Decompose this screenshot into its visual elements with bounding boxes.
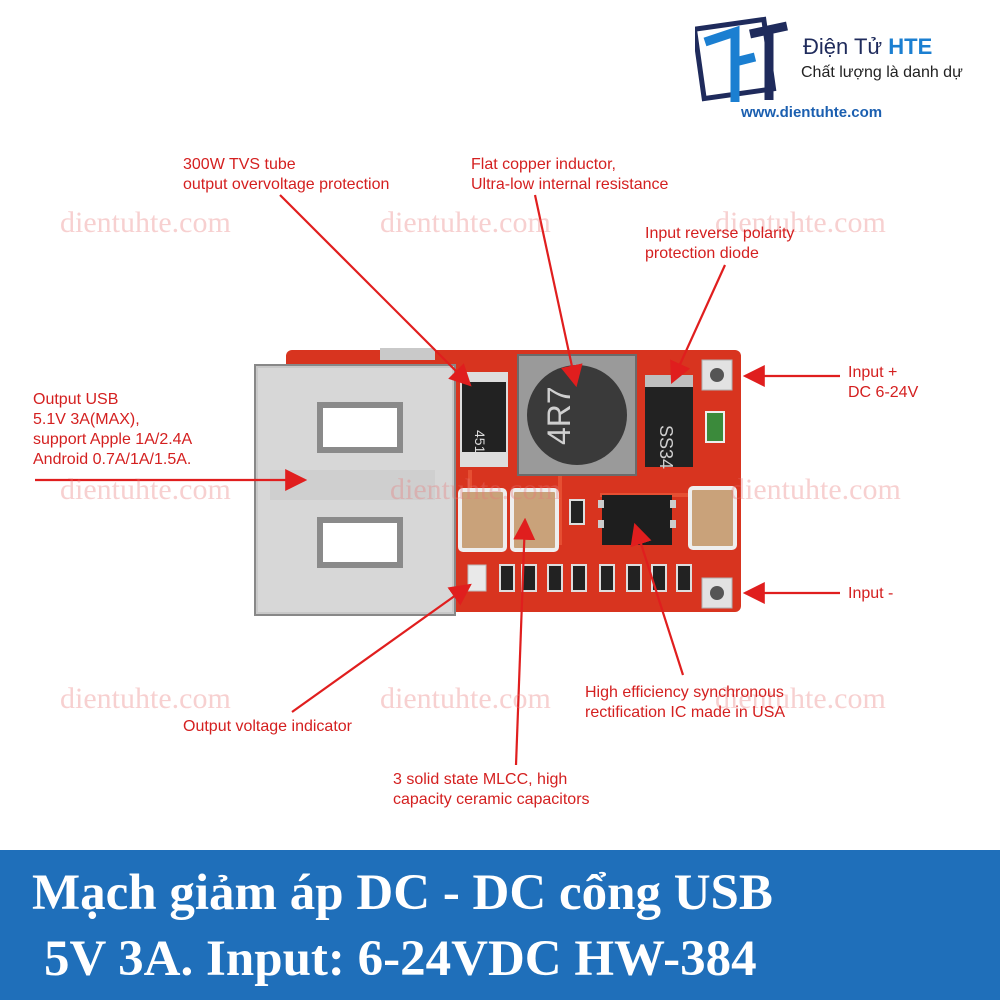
svg-text:4518: 4518 xyxy=(472,430,488,461)
label-inductor: Flat copper inductor,Ultra-low internal … xyxy=(471,156,669,193)
website-url: www.dientuhte.com xyxy=(741,104,883,121)
tvs-diode: 4518 xyxy=(460,372,508,467)
brand-slogan: Chất lượng là danh dự xyxy=(801,64,963,81)
watermark: dientuhte.com xyxy=(380,206,551,239)
input-plus-pad xyxy=(701,359,733,391)
banner-line-1: Mạch giảm áp DC - DC cổng USB xyxy=(32,865,773,921)
brand-name: Điện Tử HTE xyxy=(803,34,933,59)
title-banner: Mạch giảm áp DC - DC cổng USB 5V 3A. Inp… xyxy=(0,850,1000,1000)
label-indicator: Output voltage indicator xyxy=(183,718,352,735)
input-minus-pad xyxy=(701,577,733,609)
watermark: dientuhte.com xyxy=(380,682,551,715)
product-photo: 4518 4R7 SS34 xyxy=(35,194,840,766)
watermark: dientuhte.com xyxy=(390,473,561,506)
svg-text:4R7: 4R7 xyxy=(541,386,577,445)
watermark: dientuhte.com xyxy=(730,473,901,506)
watermark: dientuhte.com xyxy=(60,682,231,715)
hte-logo-icon xyxy=(695,16,788,102)
watermark: dientuhte.com xyxy=(60,473,231,506)
watermark: dientuhte.com xyxy=(715,682,886,715)
indicator-led xyxy=(467,564,487,592)
callout-arrows xyxy=(35,194,840,766)
label-input-plus: Input +DC 6-24V xyxy=(848,364,919,401)
reverse-polarity-diode: SS34 xyxy=(645,375,693,469)
brand-logo: Điện Tử HTE Chất lượng là danh dự www.di… xyxy=(695,12,963,124)
inductor: 4R7 xyxy=(517,354,637,476)
svg-text:SS34: SS34 xyxy=(656,425,676,469)
watermark: dientuhte.com xyxy=(60,206,231,239)
banner-line-2: 5V 3A. Input: 6-24VDC HW-384 xyxy=(44,931,757,987)
watermark: dientuhte.com xyxy=(715,206,886,239)
label-input-minus: Input - xyxy=(848,585,894,602)
smd-resistors xyxy=(499,499,692,592)
synchronous-ic xyxy=(598,495,676,545)
